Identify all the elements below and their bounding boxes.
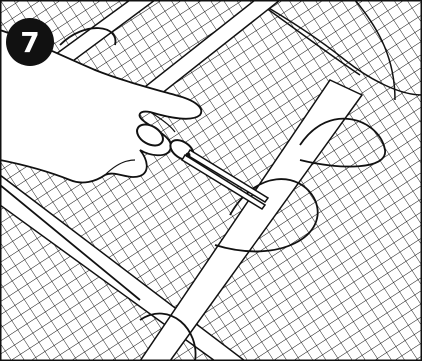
white-strip	[139, 79, 364, 361]
heating-cable-loop	[59, 27, 117, 46]
heating-cable-loop	[139, 312, 197, 361]
heating-cable-loop	[214, 178, 319, 253]
step-number: 7	[20, 26, 39, 59]
cable-line	[0, 184, 141, 301]
scissors-icon	[136, 123, 270, 210]
step-badge: 7	[6, 18, 54, 66]
heating-cable-loop	[299, 117, 386, 168]
mat-roll	[253, 0, 422, 96]
mat-roll-edge	[354, 0, 396, 101]
